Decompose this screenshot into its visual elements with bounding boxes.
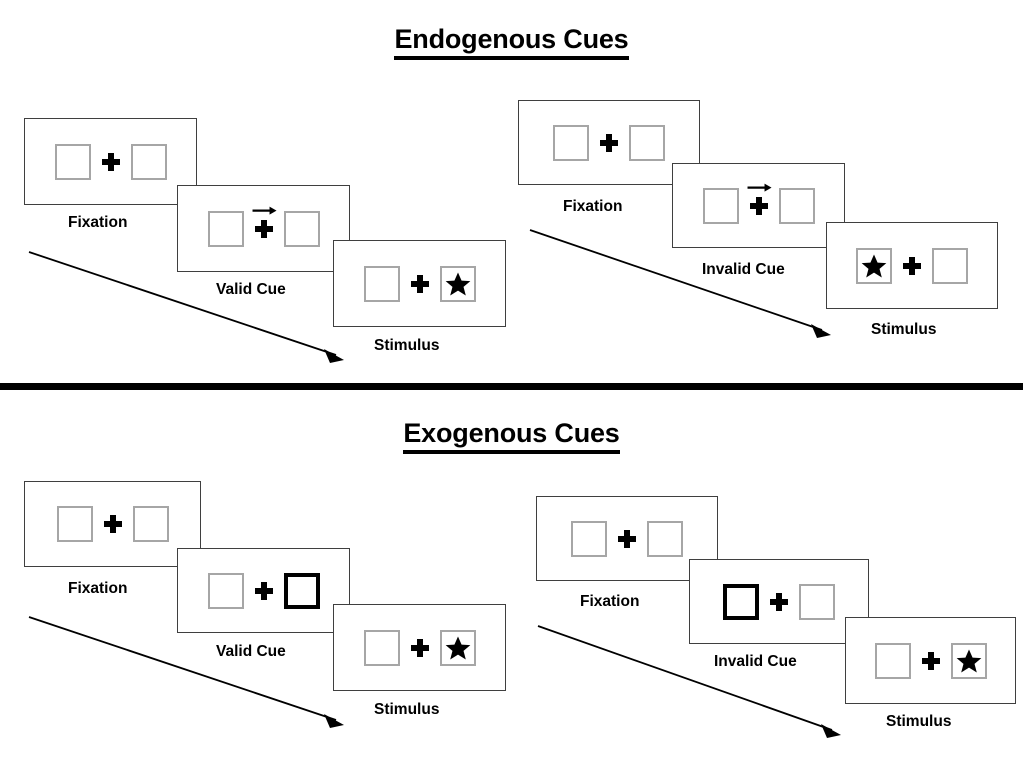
right-box xyxy=(778,187,815,224)
frame-content xyxy=(856,247,968,284)
right-box xyxy=(629,124,665,161)
section-title-endogenous: Endogenous Cues xyxy=(0,24,1023,61)
fixation-cross-slot xyxy=(93,515,133,533)
frame-content xyxy=(553,124,665,161)
panel-exo-valid-stimulus[interactable] xyxy=(333,604,506,691)
caption-endo-valid-fixation: Fixation xyxy=(68,214,128,231)
plus-icon xyxy=(770,592,788,611)
left-box xyxy=(571,520,607,557)
right-box xyxy=(647,520,683,557)
left-box xyxy=(56,506,93,542)
plus-icon xyxy=(921,651,940,670)
plus-icon xyxy=(410,638,429,657)
fixation-cross-slot xyxy=(400,638,440,657)
caption-endo-invalid-stimulus: Stimulus xyxy=(871,321,937,338)
right-box xyxy=(283,210,320,247)
fixation-cross-slot xyxy=(91,152,131,171)
plus-icon xyxy=(903,256,921,275)
plus-icon xyxy=(618,529,636,548)
fixation-cross-slot xyxy=(759,592,799,611)
frame-content xyxy=(207,206,320,247)
caption-exo-valid-cue: Valid Cue xyxy=(216,643,286,660)
frame-content xyxy=(56,506,169,542)
panel-endo-invalid-cue[interactable] xyxy=(672,163,845,248)
plus-icon xyxy=(600,133,618,152)
panel-exo-invalid-fixation[interactable] xyxy=(536,496,718,581)
right-box xyxy=(799,583,835,620)
caption-endo-invalid-fixation: Fixation xyxy=(563,198,623,215)
frame-content xyxy=(363,629,476,666)
fixation-cross-slot xyxy=(589,133,629,152)
right-box xyxy=(932,247,968,284)
left-box xyxy=(856,247,892,284)
section-title-exogenous: Exogenous Cues xyxy=(0,418,1023,455)
plus-icon xyxy=(749,196,768,215)
star-icon xyxy=(445,272,470,295)
frame-content xyxy=(723,583,835,620)
panel-endo-invalid-stimulus[interactable] xyxy=(826,222,998,309)
frame-content xyxy=(54,143,167,180)
fixation-cross-slot xyxy=(244,206,284,238)
section-divider xyxy=(0,383,1023,390)
left-box xyxy=(553,124,589,161)
caption-exo-invalid-cue: Invalid Cue xyxy=(714,653,797,670)
caption-endo-invalid-cue: Invalid Cue xyxy=(702,261,785,278)
section-title-endogenous-text: Endogenous Cues xyxy=(394,24,629,61)
left-box xyxy=(363,265,400,302)
frame-content xyxy=(571,520,683,557)
panel-endo-valid-fixation[interactable] xyxy=(24,118,197,205)
fixation-cross-slot xyxy=(607,529,647,548)
right-box xyxy=(130,143,167,180)
right-box xyxy=(132,506,169,542)
panel-exo-valid-cue[interactable] xyxy=(177,548,350,633)
plus-icon xyxy=(103,515,122,533)
caption-exo-valid-fixation: Fixation xyxy=(68,580,128,597)
star-icon xyxy=(445,636,470,659)
left-box xyxy=(363,629,400,666)
left-box xyxy=(207,210,244,247)
arrow-right-icon xyxy=(747,183,772,192)
caption-exo-invalid-stimulus: Stimulus xyxy=(886,713,952,730)
left-box xyxy=(207,572,244,609)
right-box xyxy=(439,629,476,666)
frame-content xyxy=(702,183,815,224)
star-icon xyxy=(956,649,981,672)
panel-endo-invalid-fixation[interactable] xyxy=(518,100,700,185)
frame-content xyxy=(874,642,987,679)
left-box xyxy=(874,642,911,679)
left-box-cued xyxy=(723,583,759,620)
left-box xyxy=(54,143,91,180)
panel-endo-valid-stimulus[interactable] xyxy=(333,240,506,327)
right-box xyxy=(950,642,987,679)
arrow-right-icon xyxy=(252,206,277,215)
star-icon xyxy=(861,254,887,277)
right-box xyxy=(439,265,476,302)
left-box xyxy=(702,187,739,224)
plus-icon xyxy=(254,219,273,238)
frame-content xyxy=(363,265,476,302)
caption-endo-valid-cue: Valid Cue xyxy=(216,281,286,298)
frame-content xyxy=(207,572,320,609)
caption-exo-invalid-fixation: Fixation xyxy=(580,593,640,610)
plus-icon xyxy=(254,581,273,600)
section-title-exogenous-text: Exogenous Cues xyxy=(403,418,620,455)
fixation-cross-slot xyxy=(739,183,779,215)
panel-exo-invalid-cue[interactable] xyxy=(689,559,869,644)
fixation-cross-slot xyxy=(892,256,932,275)
fixation-cross-slot xyxy=(911,651,951,670)
caption-endo-valid-stimulus: Stimulus xyxy=(374,337,440,354)
panel-endo-valid-cue[interactable] xyxy=(177,185,350,272)
fixation-cross-slot xyxy=(244,581,284,600)
fixation-cross-slot xyxy=(400,274,440,293)
plus-icon xyxy=(101,152,120,171)
panel-exo-invalid-stimulus[interactable] xyxy=(845,617,1016,704)
right-box-cued xyxy=(283,572,320,609)
plus-icon xyxy=(410,274,429,293)
panel-exo-valid-fixation[interactable] xyxy=(24,481,201,567)
caption-exo-valid-stimulus: Stimulus xyxy=(374,701,440,718)
